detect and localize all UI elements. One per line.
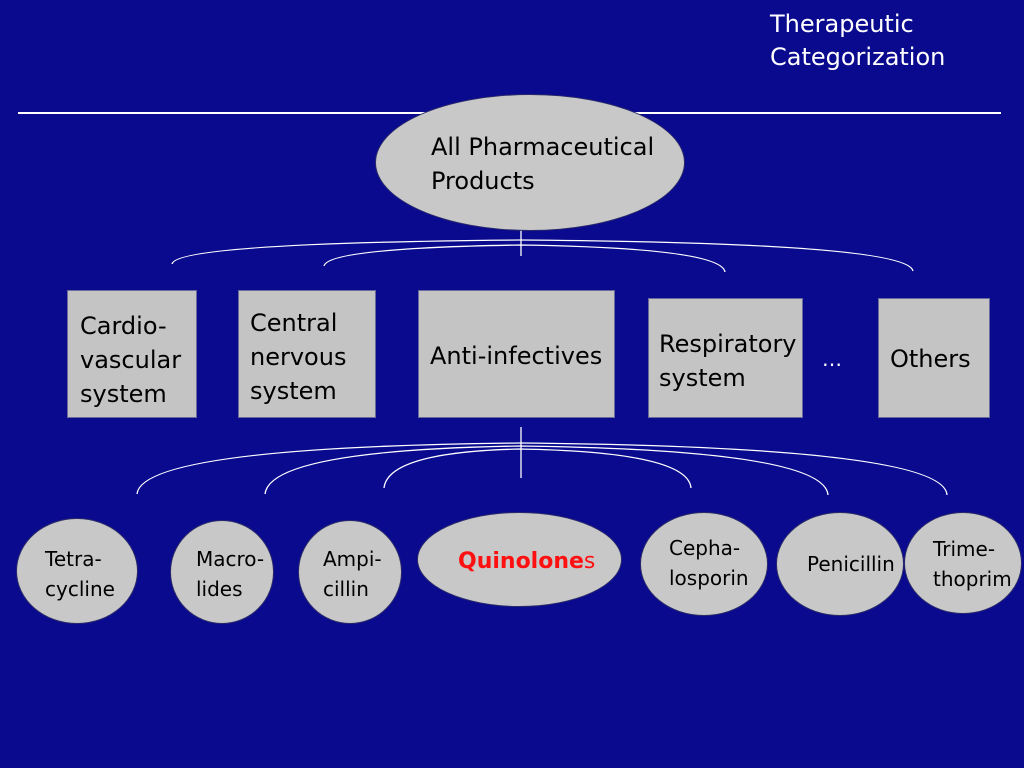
sub-arc-2 [264, 445, 829, 496]
quinolone-suffix: s [583, 549, 596, 574]
quinolone-bold: Quinolone [458, 549, 584, 574]
slide-title: Therapeutic Categorization [770, 8, 945, 74]
subcategory-label: Cepha- losporin [669, 536, 749, 590]
subcategory-macrolides: Macro- lides [170, 520, 274, 624]
category-label: Cardio- vascular system [80, 312, 182, 408]
category-label: Central nervous system [250, 309, 347, 405]
category-central-nervous: Central nervous system [238, 290, 376, 418]
subcategory-label-quinolones: Quinolones [458, 547, 595, 577]
subcategory-label: Macro- lides [196, 547, 265, 601]
category-label: Others [890, 345, 971, 373]
sub-arc-3 [383, 448, 692, 489]
subcategory-cephalosporin: Cepha- losporin [640, 512, 768, 616]
subcategory-penicillin: Penicillin [776, 512, 904, 616]
category-respiratory: Respiratory system [648, 298, 803, 418]
category-others: Others [878, 298, 990, 418]
category-label: Anti-infectives [430, 342, 603, 370]
subcategory-label: Trime- thoprim [933, 537, 1012, 591]
subcategory-label: Tetra- cycline [45, 547, 115, 601]
root-node: All Pharmaceutical Products [375, 94, 685, 231]
category-anti-infectives: Anti-infectives [418, 290, 615, 418]
subcategory-label: Penicillin [807, 552, 895, 576]
subcategory-trimethoprim: Trime- thoprim [904, 512, 1022, 614]
subcategory-tetracycline: Tetra- cycline [16, 518, 138, 624]
title-line-2: Categorization [770, 43, 946, 71]
branch-arc-inner [323, 244, 726, 273]
subcategory-ampicillin: Ampi- cillin [298, 520, 402, 624]
branch-arc-outer [171, 239, 914, 272]
title-line-1: Therapeutic [770, 10, 914, 38]
category-cardiovascular: Cardio- vascular system [67, 290, 197, 418]
sub-arc-1 [136, 442, 948, 496]
subcategory-label: Ampi- cillin [323, 547, 382, 601]
more-categories-ellipsis: … [822, 347, 842, 371]
category-label: Respiratory system [659, 330, 797, 392]
subcategory-quinolones: Quinolones [417, 512, 622, 607]
root-label: All Pharmaceutical Products [431, 133, 655, 195]
